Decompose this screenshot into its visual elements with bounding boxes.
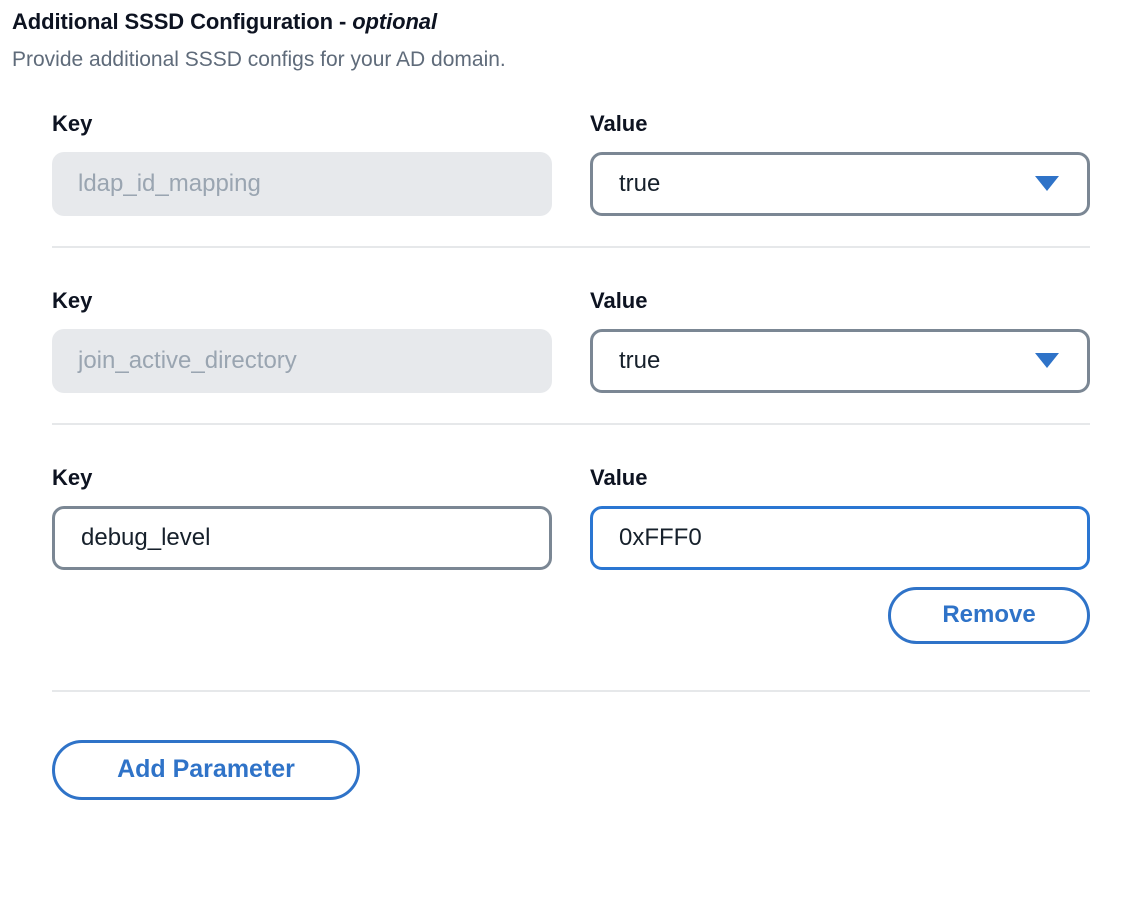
value-select[interactable]: true [590,328,1090,393]
value-select-text: true [619,346,661,374]
add-parameter-button[interactable]: Add Parameter [52,739,360,800]
page-subtitle: Provide additional SSSD configs for your… [12,47,506,71]
value-column: Value true [590,287,1090,393]
key-column: Key join_active_directory [52,287,552,393]
row-divider [52,245,1090,248]
row-actions: Remove [0,586,1124,644]
row-divider [52,422,1090,425]
value-column: Value 0xFFF0 [590,464,1090,570]
key-label: Key [52,110,93,136]
key-input: ldap_id_mapping [52,151,552,216]
section-header: Additional SSSD Configuration - optional… [0,0,1124,73]
remove-button[interactable]: Remove [888,586,1090,644]
key-input: join_active_directory [52,328,552,393]
key-input[interactable]: debug_level [52,505,552,570]
parameter-row: Key ldap_id_mapping Value true [0,110,1124,216]
chevron-down-icon [1035,176,1059,192]
page-title-optional: optional [352,9,437,34]
value-label: Value [590,464,648,490]
value-select-text: true [619,169,661,197]
key-column: Key debug_level [52,464,552,570]
parameter-list: Key ldap_id_mapping Value true Key join_… [0,110,1124,800]
key-label: Key [52,287,93,313]
page-title-main: Additional SSSD Configuration - [12,9,353,34]
row-divider [52,689,1090,692]
parameter-row: Key debug_level Value 0xFFF0 [0,464,1124,570]
page-title: Additional SSSD Configuration - optional [12,8,1124,36]
footer-actions: Add Parameter [0,739,1124,800]
chevron-down-icon [1035,353,1059,369]
value-label: Value [590,287,648,313]
parameter-row: Key join_active_directory Value true [0,287,1124,393]
value-column: Value true [590,110,1090,216]
value-label: Value [590,110,648,136]
value-input[interactable]: 0xFFF0 [590,505,1090,570]
key-column: Key ldap_id_mapping [52,110,552,216]
key-label: Key [52,464,93,490]
value-select[interactable]: true [590,151,1090,216]
